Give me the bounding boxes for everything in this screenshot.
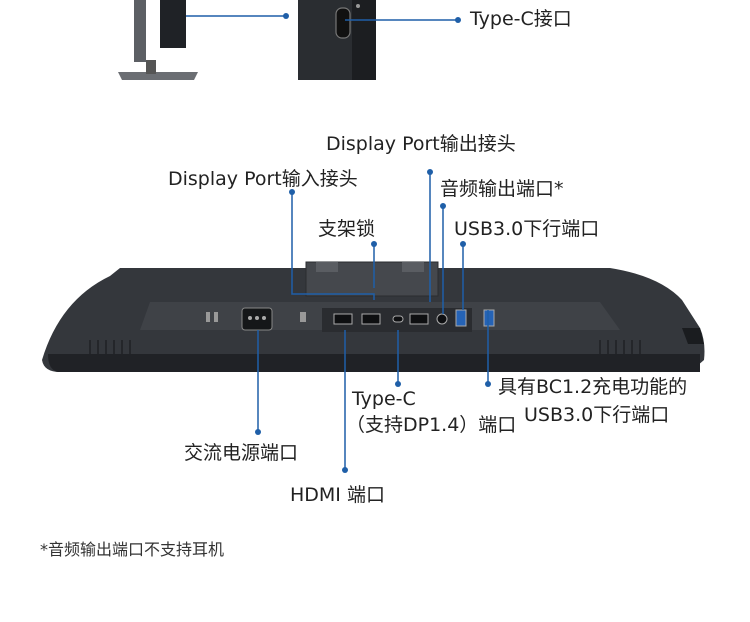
audio-footnote: *音频输出端口不支持耳机 — [40, 540, 225, 559]
stand-lock-label: 支架锁 — [318, 218, 376, 240]
monitor-rear — [42, 261, 705, 372]
typec-label-line1: Type-C — [352, 388, 416, 410]
hdmi-label: HDMI 端口 — [290, 484, 385, 506]
usb-down-label: USB3.0下行端口 — [454, 218, 600, 240]
bc12-label-line1: 具有BC1.2充电功能的 — [498, 376, 688, 398]
stand-thumbnail — [118, 0, 198, 80]
typec-closeup — [298, 0, 376, 80]
typec-top-label: Type-C接口 — [470, 8, 572, 30]
dp-in-label: Display Port输入接头 — [168, 168, 358, 190]
audio-out-label: 音频输出端口* — [440, 178, 564, 200]
bc12-label-line2: USB3.0下行端口 — [524, 404, 670, 426]
ac-power-label: 交流电源端口 — [184, 442, 299, 464]
dp-out-label: Display Port输出接头 — [326, 133, 516, 155]
typec-label-line2: （支持DP1.4）端口 — [346, 414, 517, 436]
